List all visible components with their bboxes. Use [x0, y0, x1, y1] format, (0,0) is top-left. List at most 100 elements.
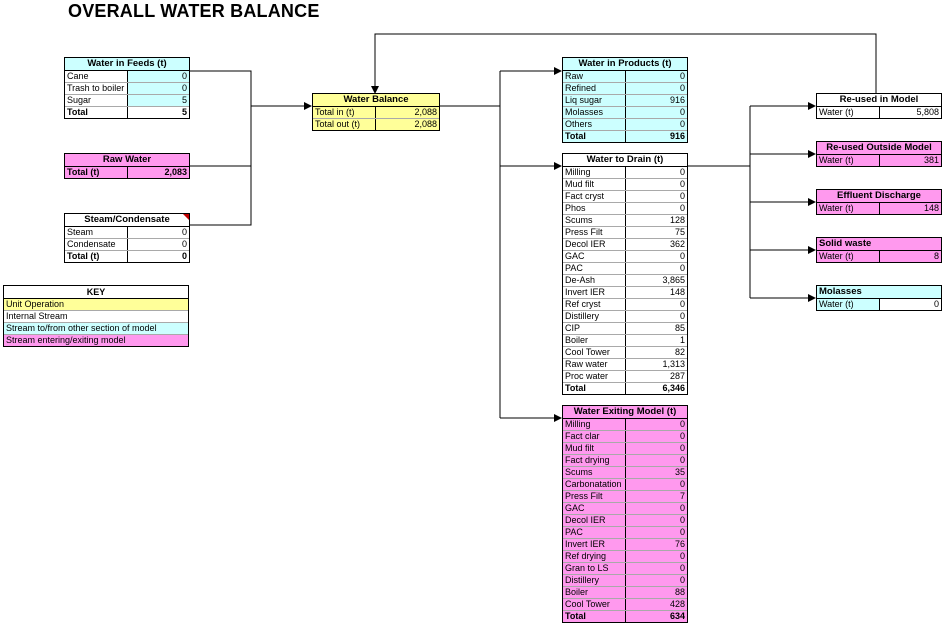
exiting-total-value: 634 — [624, 610, 687, 622]
raw-water-header: Raw Water — [65, 154, 189, 167]
exiting-row-value: 35 — [624, 466, 687, 479]
exiting-row-label: Cool Tower — [563, 598, 625, 611]
exiting-row-label: Invert IER — [563, 538, 625, 551]
steam-total-value: 0 — [126, 250, 189, 262]
exiting-row-label: Ref drying — [563, 550, 625, 563]
drain-header: Water to Drain (t) — [563, 154, 687, 167]
exiting-row-value: 0 — [624, 430, 687, 443]
key-item-entering-exiting: Stream entering/exiting model — [4, 335, 188, 346]
exiting-row-value: 0 — [624, 550, 687, 563]
balance-header: Water Balance — [313, 94, 439, 107]
reuse-loop-connector — [371, 33, 877, 96]
steam-row-value: 0 — [126, 227, 189, 239]
products-row-label: Liq sugar — [563, 94, 625, 107]
solid-waste-box: Solid waste Water (t)8 — [816, 237, 942, 263]
drain-row-label: GAC — [563, 250, 625, 263]
table-row: Water (t)8 — [817, 251, 941, 262]
molasses-box: Molasses Water (t)0 — [816, 285, 942, 311]
exiting-row-value: 76 — [624, 538, 687, 551]
raw-water-total-value: 2,083 — [126, 167, 189, 178]
steam-total-label: Total (t) — [65, 250, 127, 262]
feeds-total-label: Total — [65, 106, 127, 118]
drain-row-value: 128 — [624, 214, 687, 227]
reused-outside-label: Water (t) — [817, 155, 879, 166]
balance-row-label: Total in (t) — [313, 107, 375, 119]
products-header: Water in Products (t) — [563, 58, 687, 71]
drain-row-label: Mud filt — [563, 178, 625, 191]
drain-row-value: 75 — [624, 226, 687, 239]
exiting-row-value: 0 — [624, 574, 687, 587]
table-row: Cane 0 — [65, 71, 189, 83]
exiting-row-value: 0 — [624, 562, 687, 575]
table-row: Total (t) 2,083 — [65, 167, 189, 178]
drain-row-value: 148 — [624, 286, 687, 299]
products-row-value: 916 — [624, 94, 687, 107]
drain-row-label: Phos — [563, 202, 625, 215]
products-row-value: 0 — [624, 82, 687, 95]
feeds-row-value: 5 — [126, 94, 189, 107]
exiting-row-label: Boiler — [563, 586, 625, 599]
steam-row-value: 0 — [126, 238, 189, 251]
steam-header-label: Steam/Condensate — [84, 214, 170, 225]
drain-row-label: Decol IER — [563, 238, 625, 251]
drain-row-value: 362 — [624, 238, 687, 251]
products-row-value: 0 — [624, 106, 687, 119]
products-total-value: 916 — [624, 130, 687, 142]
exiting-row-label: Distillery — [563, 574, 625, 587]
exiting-row-value: 0 — [624, 478, 687, 491]
exiting-row-value: 0 — [624, 419, 687, 431]
exiting-row-label: Press Filt — [563, 490, 625, 503]
steam-header: Steam/Condensate — [65, 214, 189, 227]
page-title: OVERALL WATER BALANCE — [68, 1, 320, 21]
exiting-row-value: 428 — [624, 598, 687, 611]
drain-total-value: 6,346 — [624, 382, 687, 394]
exiting-row-label: Decol IER — [563, 514, 625, 527]
molasses-value: 0 — [878, 299, 941, 310]
feeds-row-label: Sugar — [65, 94, 127, 107]
exiting-row-label: Fact clar — [563, 430, 625, 443]
drain-row-value: 0 — [624, 167, 687, 179]
table-row: Water (t)148 — [817, 203, 941, 214]
products-row-value: 0 — [624, 118, 687, 131]
drain-row-label: Proc water — [563, 370, 625, 383]
products-row-label: Refined — [563, 82, 625, 95]
products-total-label: Total — [563, 130, 625, 142]
feeds-row-value: 0 — [126, 82, 189, 95]
drain-row-label: Press Filt — [563, 226, 625, 239]
table-row: Total in (t) 2,088 — [313, 107, 439, 119]
molasses-label: Water (t) — [817, 299, 879, 310]
drain-row-label: Fact cryst — [563, 190, 625, 203]
exiting-row-value: 0 — [624, 514, 687, 527]
legend-key: KEY Unit Operation Internal Stream Strea… — [3, 285, 189, 347]
molasses-header: Molasses — [817, 286, 941, 299]
feeds-total-value: 5 — [126, 106, 189, 118]
drain-row-label: Raw water — [563, 358, 625, 371]
effluent-box: Effluent Discharge Water (t)148 — [816, 189, 942, 215]
products-row-label: Others — [563, 118, 625, 131]
reused-model-value: 5,808 — [878, 107, 941, 118]
effluent-header: Effluent Discharge — [817, 190, 941, 203]
products-row-value: 0 — [624, 71, 687, 83]
table-row: Condensate 0 — [65, 238, 189, 251]
raw-water-box: Raw Water Total (t) 2,083 — [64, 153, 190, 179]
reused-outside-value: 381 — [878, 155, 941, 166]
key-item-unit-operation: Unit Operation — [4, 299, 188, 311]
drain-row-value: 0 — [624, 202, 687, 215]
